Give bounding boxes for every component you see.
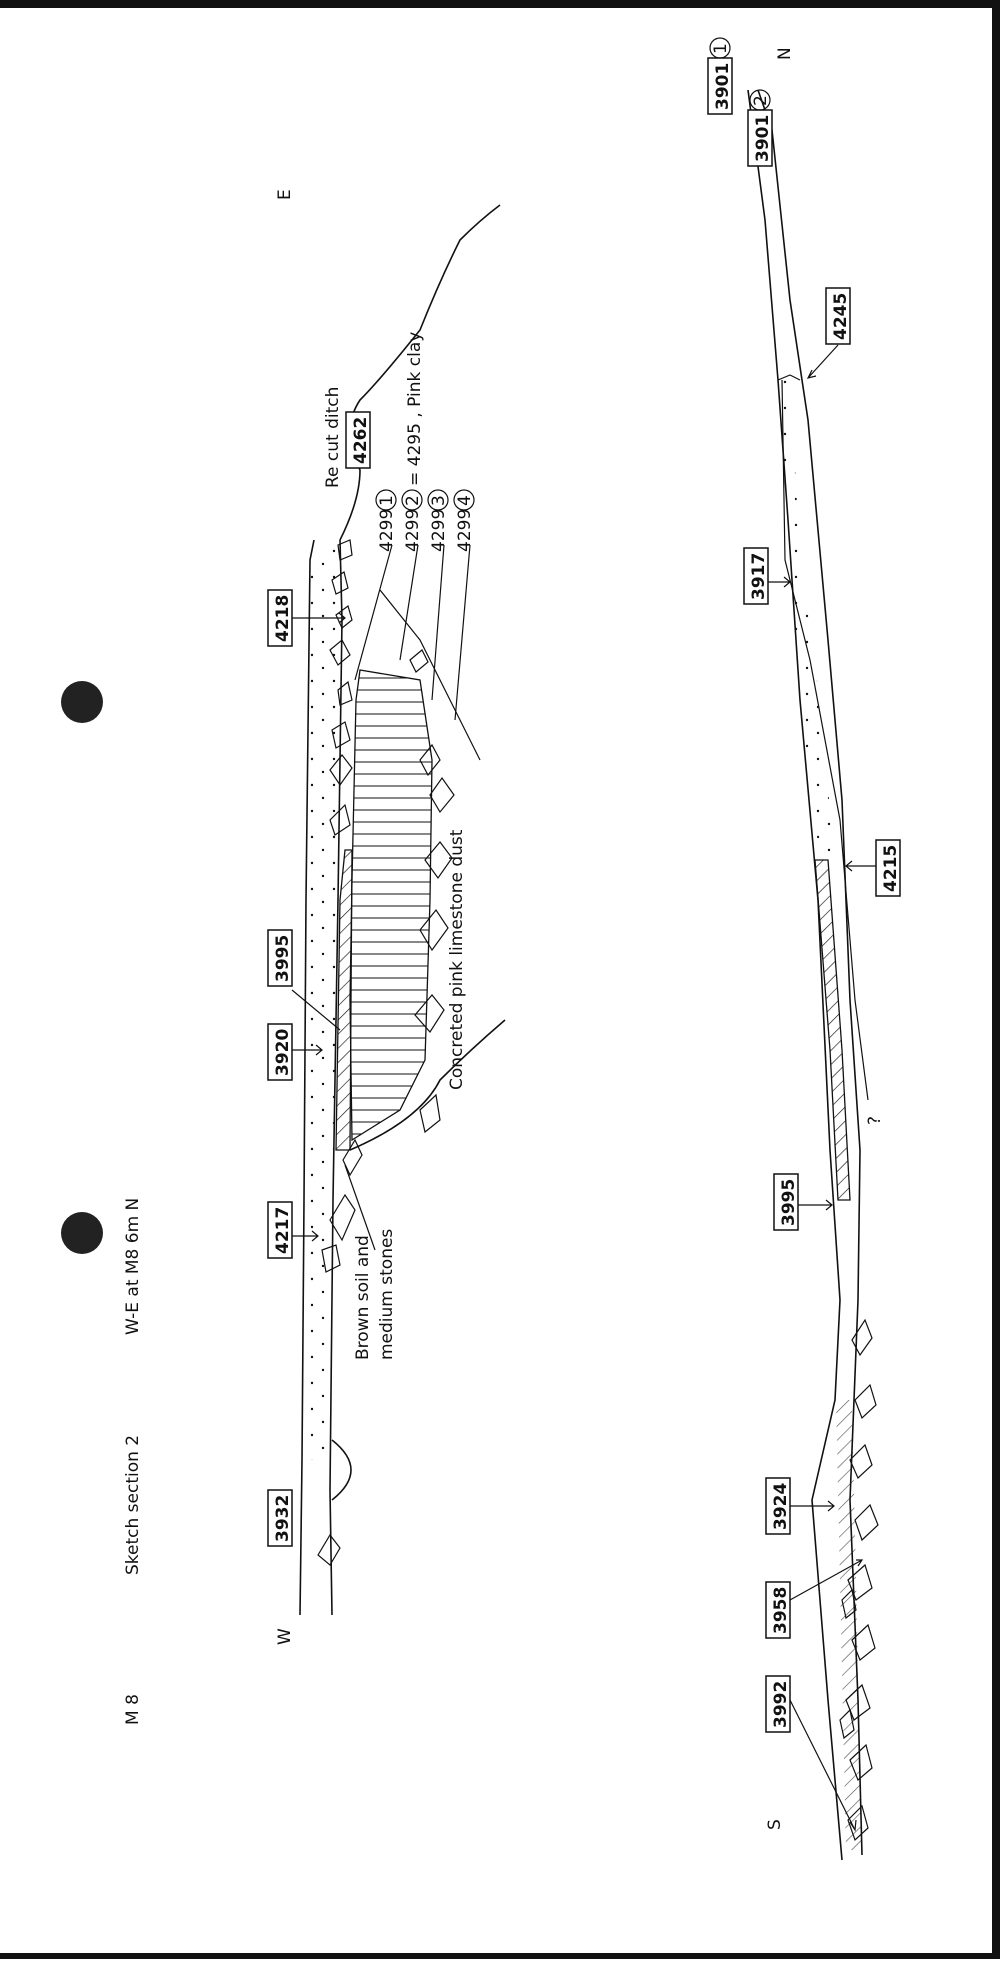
drawing-title: Sketch section 2 bbox=[123, 1435, 143, 1575]
lower-boundary bbox=[781, 379, 869, 1101]
svg-text:4299: 4299 bbox=[403, 509, 423, 552]
stones-upper bbox=[321, 539, 455, 1273]
layer-4299-1: 4299 1 bbox=[354, 489, 397, 681]
svg-text:2: 2 bbox=[751, 95, 771, 106]
brown-soil-note: Brown soil and bbox=[353, 1235, 373, 1360]
context-3917: 3917 bbox=[743, 547, 791, 605]
svg-text:3932: 3932 bbox=[273, 1495, 293, 1542]
recut-ditch-profile bbox=[339, 204, 501, 541]
svg-text:3958: 3958 bbox=[771, 1587, 791, 1634]
svg-text:3917: 3917 bbox=[749, 553, 769, 600]
direction-west: W bbox=[275, 1628, 295, 1645]
lower-ground-surface bbox=[747, 89, 843, 1861]
context-4262: 4262 bbox=[345, 411, 371, 469]
bottom-border bbox=[0, 1953, 1000, 1959]
svg-text:4217: 4217 bbox=[273, 1207, 293, 1254]
ditch-cut bbox=[349, 1019, 506, 1151]
site-code: M 8 bbox=[123, 1694, 143, 1725]
pink-clay-note: = 4295 , Pink clay bbox=[405, 332, 425, 486]
svg-text:3901: 3901 bbox=[713, 63, 733, 110]
svg-text:3924: 3924 bbox=[771, 1483, 791, 1530]
direction-south: S bbox=[765, 1819, 785, 1830]
context-3958: 3958 bbox=[765, 1559, 864, 1639]
medium-stones-note: medium stones bbox=[377, 1229, 397, 1360]
svg-text:3995: 3995 bbox=[273, 935, 293, 982]
layer-boundary bbox=[379, 589, 481, 761]
svg-text:4262: 4262 bbox=[351, 417, 371, 464]
svg-text:2: 2 bbox=[403, 495, 423, 506]
svg-text:4245: 4245 bbox=[831, 293, 851, 340]
svg-text:4: 4 bbox=[455, 495, 475, 506]
layer-3958-hatch bbox=[836, 1400, 862, 1850]
layer-3995-hatch bbox=[335, 849, 353, 1151]
context-3920: 3920 bbox=[267, 1023, 323, 1081]
context-3995-lower: 3995 bbox=[773, 1173, 833, 1231]
svg-text:4218: 4218 bbox=[273, 595, 293, 642]
svg-text:3995: 3995 bbox=[779, 1179, 799, 1226]
context-3992: 3992 bbox=[765, 1675, 857, 1832]
svg-text:4215: 4215 bbox=[881, 845, 901, 892]
topsoil-fill bbox=[304, 540, 342, 1460]
limestone-dust-note: Concreted pink limestone dust bbox=[447, 829, 467, 1090]
brown-soil-pointer bbox=[344, 1164, 376, 1251]
context-4215: 4215 bbox=[845, 839, 901, 897]
stone bbox=[317, 1533, 341, 1566]
punch-hole bbox=[61, 681, 103, 723]
svg-text:3901: 3901 bbox=[753, 115, 773, 162]
context-3901-1: 3901 1 bbox=[707, 37, 733, 115]
ditch-fill-4299 bbox=[349, 669, 433, 1142]
context-3901-2: 3901 2 bbox=[747, 89, 773, 167]
recut-ditch-label: Re cut ditch bbox=[323, 387, 343, 488]
section-orientation: W-E at M8 6m N bbox=[123, 1198, 143, 1335]
svg-text:3992: 3992 bbox=[771, 1681, 791, 1728]
svg-text:1: 1 bbox=[377, 495, 397, 506]
layer-4299-3: 4299 3 bbox=[427, 489, 449, 701]
direction-north: N bbox=[775, 47, 795, 60]
upper-section: 3932 4217 3920 3995 4218 4262 Re cut dit… bbox=[267, 189, 506, 1645]
context-3995: 3995 bbox=[267, 929, 341, 1031]
svg-text:3920: 3920 bbox=[273, 1029, 293, 1076]
svg-text:3: 3 bbox=[429, 495, 449, 506]
lower-section: 3901 1 3901 2 4245 3917 4215 399 bbox=[707, 37, 901, 1861]
punch-hole bbox=[61, 1212, 103, 1254]
context-4217: 4217 bbox=[267, 1201, 319, 1259]
svg-text:4299: 4299 bbox=[377, 509, 397, 552]
cut-3932 bbox=[331, 1439, 352, 1501]
layer-4299-4: 4299 4 bbox=[453, 489, 475, 721]
top-border bbox=[0, 0, 1000, 8]
layer-3917-fill bbox=[778, 375, 835, 860]
layer-3995-lower-hatch bbox=[814, 859, 851, 1201]
context-3924: 3924 bbox=[765, 1477, 835, 1535]
right-border bbox=[992, 0, 1000, 1959]
layer-4299-2: 4299 2 = 4295 , Pink clay bbox=[399, 332, 425, 661]
svg-text:4299: 4299 bbox=[455, 509, 475, 552]
svg-text:4299: 4299 bbox=[429, 509, 449, 552]
uncertain-boundary-mark: ? bbox=[865, 1116, 885, 1125]
context-3932: 3932 bbox=[267, 1489, 293, 1547]
svg-text:1: 1 bbox=[711, 43, 731, 54]
context-4218: 4218 bbox=[267, 589, 346, 647]
direction-east: E bbox=[275, 189, 295, 200]
context-4245: 4245 bbox=[806, 287, 851, 379]
